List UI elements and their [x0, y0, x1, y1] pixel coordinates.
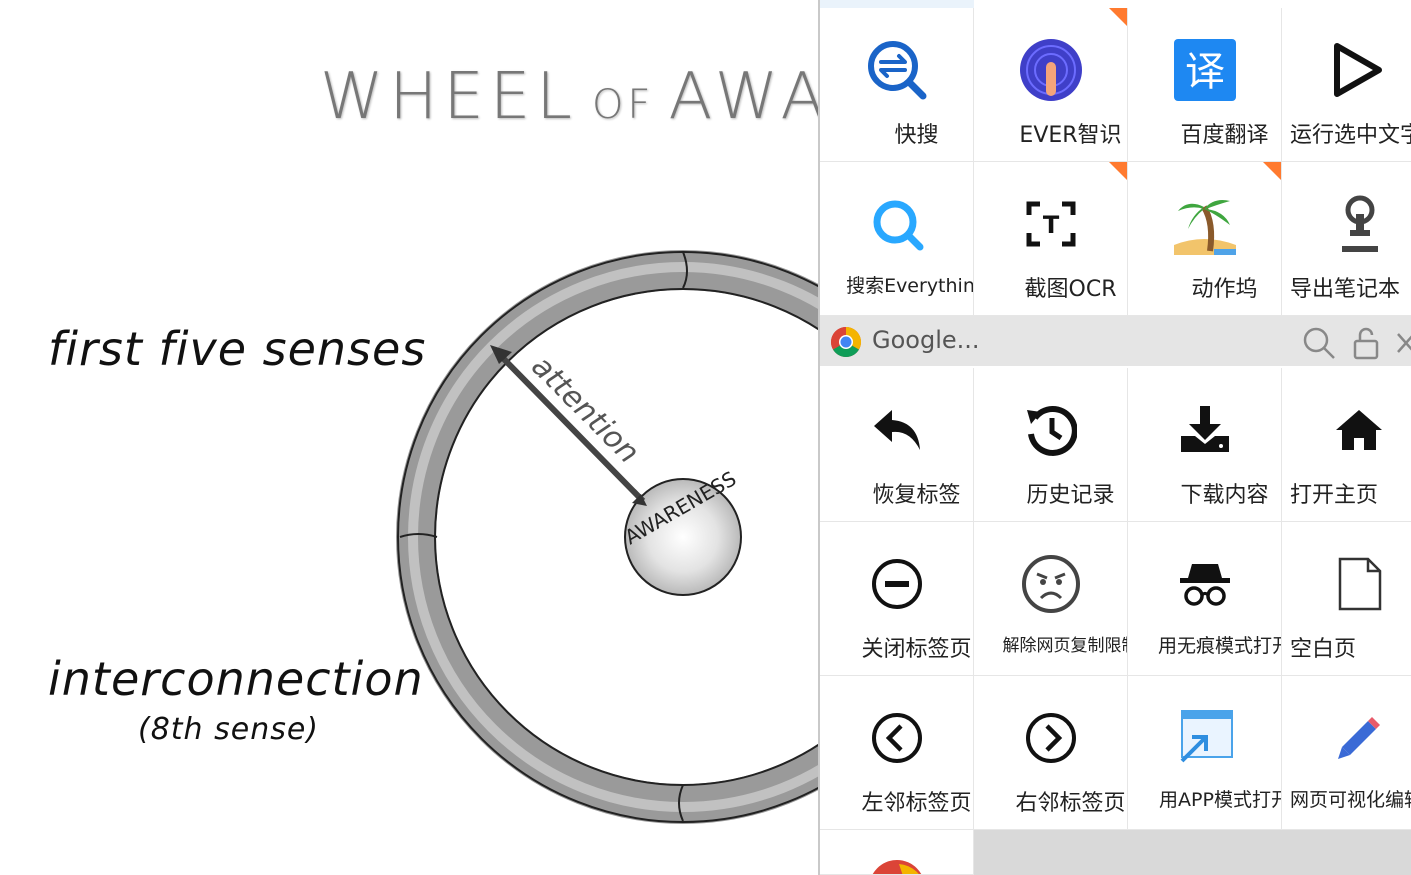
label-first-five-senses: first five senses: [48, 322, 427, 376]
action-app-mode-open[interactable]: 用APP模式打开: [1128, 676, 1282, 830]
chevron-right-circle-icon: [1025, 713, 1076, 763]
action-label: 用APP模式打开: [1159, 789, 1282, 811]
action-export-notebook[interactable]: 导出笔记本: [1282, 162, 1411, 316]
palm-tree-icon: [1173, 200, 1236, 255]
pencil-icon: [1338, 717, 1380, 759]
label-interconnection: interconnection: [48, 652, 424, 706]
browser-title: Google...: [872, 326, 980, 354]
action-downloads[interactable]: 下载内容: [1128, 368, 1282, 522]
action-label: 网页可视化编辑: [1290, 789, 1411, 811]
close-icon[interactable]: [1396, 326, 1411, 364]
wheel-rim: [396, 250, 820, 824]
svg-text:T: T: [1042, 211, 1059, 239]
svg-text:译: 译: [1185, 49, 1225, 95]
export-notebook-icon: [1342, 195, 1378, 252]
ocr-icon: T: [1026, 201, 1075, 247]
action-label: 右邻标签页: [1015, 791, 1126, 816]
action-close-tab[interactable]: 关闭标签页: [820, 522, 974, 676]
action-label: 运行选中文字: [1290, 123, 1411, 148]
label-eighth-sense: (8th sense): [138, 712, 319, 747]
title-word-2: OF: [591, 82, 655, 128]
incognito-icon: [1179, 564, 1230, 606]
action-label: 导出笔记本: [1290, 277, 1401, 302]
undo-icon: [873, 410, 920, 450]
action-blank-page[interactable]: 空白页: [1282, 522, 1411, 676]
action-run-selected[interactable]: 运行选中文字: [1282, 8, 1411, 162]
lock-icon[interactable]: [1352, 326, 1380, 364]
wheel-of-awareness-drawing: WHEEL OF AWA first five senses interconnec…: [48, 60, 820, 824]
chevron-left-circle-icon: [871, 713, 922, 763]
angry-face-icon: [1021, 555, 1080, 613]
wheel-graphic: attention AWARENESS: [396, 250, 820, 824]
action-label: 解除网页复制限制: [1002, 636, 1128, 656]
action-label: 空白页: [1290, 637, 1357, 662]
action-right-tab[interactable]: 右邻标签页: [974, 676, 1128, 830]
title-word-3: AWA: [668, 60, 820, 134]
action-ever[interactable]: EVER智识: [974, 8, 1128, 162]
action-label: 用无痕模式打开: [1157, 635, 1282, 657]
action-quick-search[interactable]: 快搜: [820, 8, 974, 162]
action-label: 动作坞: [1191, 277, 1258, 302]
action-label: EVER智识: [1019, 123, 1122, 148]
action-partial-chrome[interactable]: [820, 830, 974, 875]
action-open-home[interactable]: 打开主页: [1282, 368, 1411, 522]
action-label: 百度翻译: [1180, 123, 1269, 148]
chrome-partial-icon: [872, 860, 922, 874]
action-label: 左邻标签页: [861, 791, 972, 816]
quick-action-panel: 快搜 EVER智识 译 百度翻译 运行选中文字: [818, 0, 1411, 875]
history-icon: [1026, 406, 1077, 456]
everything-search-icon: [873, 200, 923, 251]
translate-icon: 译: [1173, 39, 1236, 101]
awareness-hub: [624, 478, 742, 596]
ever-logo-icon: [1019, 39, 1082, 101]
action-left-tab[interactable]: 左邻标签页: [820, 676, 974, 830]
action-label: 下载内容: [1180, 483, 1269, 508]
app-mode-icon: [1180, 710, 1233, 763]
attention-label: attention: [524, 349, 646, 471]
action-visual-edit[interactable]: 网页可视化编辑: [1282, 676, 1411, 830]
action-label: 截图OCR: [1024, 277, 1117, 302]
action-screenshot-ocr[interactable]: T 截图OCR: [974, 162, 1128, 316]
search-swap-icon: [867, 41, 926, 100]
browser-bar[interactable]: Google...: [820, 316, 1411, 366]
minus-circle-icon: [871, 559, 922, 609]
drawing-title: WHEEL OF AWA: [320, 60, 820, 134]
action-remove-copy-limit[interactable]: 解除网页复制限制: [974, 522, 1128, 676]
action-label: 历史记录: [1026, 483, 1115, 508]
action-label: 恢复标签: [872, 483, 961, 508]
download-icon: [1180, 406, 1229, 452]
attention-arrow: [494, 349, 646, 504]
action-incognito-open[interactable]: 用无痕模式打开: [1128, 522, 1282, 676]
chrome-icon: [830, 327, 862, 358]
search-icon[interactable]: [1302, 326, 1336, 364]
action-label: 搜索Everything: [846, 275, 974, 297]
action-label: 打开主页: [1290, 483, 1379, 508]
action-search-everything[interactable]: 搜索Everything: [820, 162, 974, 316]
home-icon: [1336, 410, 1382, 450]
action-history[interactable]: 历史记录: [974, 368, 1128, 522]
title-word-1: WHEEL: [320, 60, 578, 134]
play-icon: [1334, 43, 1382, 97]
action-restore-tab[interactable]: 恢复标签: [820, 368, 974, 522]
panel-empty-area: [974, 830, 1411, 875]
blank-page-icon: [1338, 557, 1382, 611]
action-dock[interactable]: 动作坞: [1128, 162, 1282, 316]
action-label: 快搜: [894, 123, 939, 148]
action-label: 关闭标签页: [861, 637, 972, 662]
action-baidu-translate[interactable]: 译 百度翻译: [1128, 8, 1282, 162]
